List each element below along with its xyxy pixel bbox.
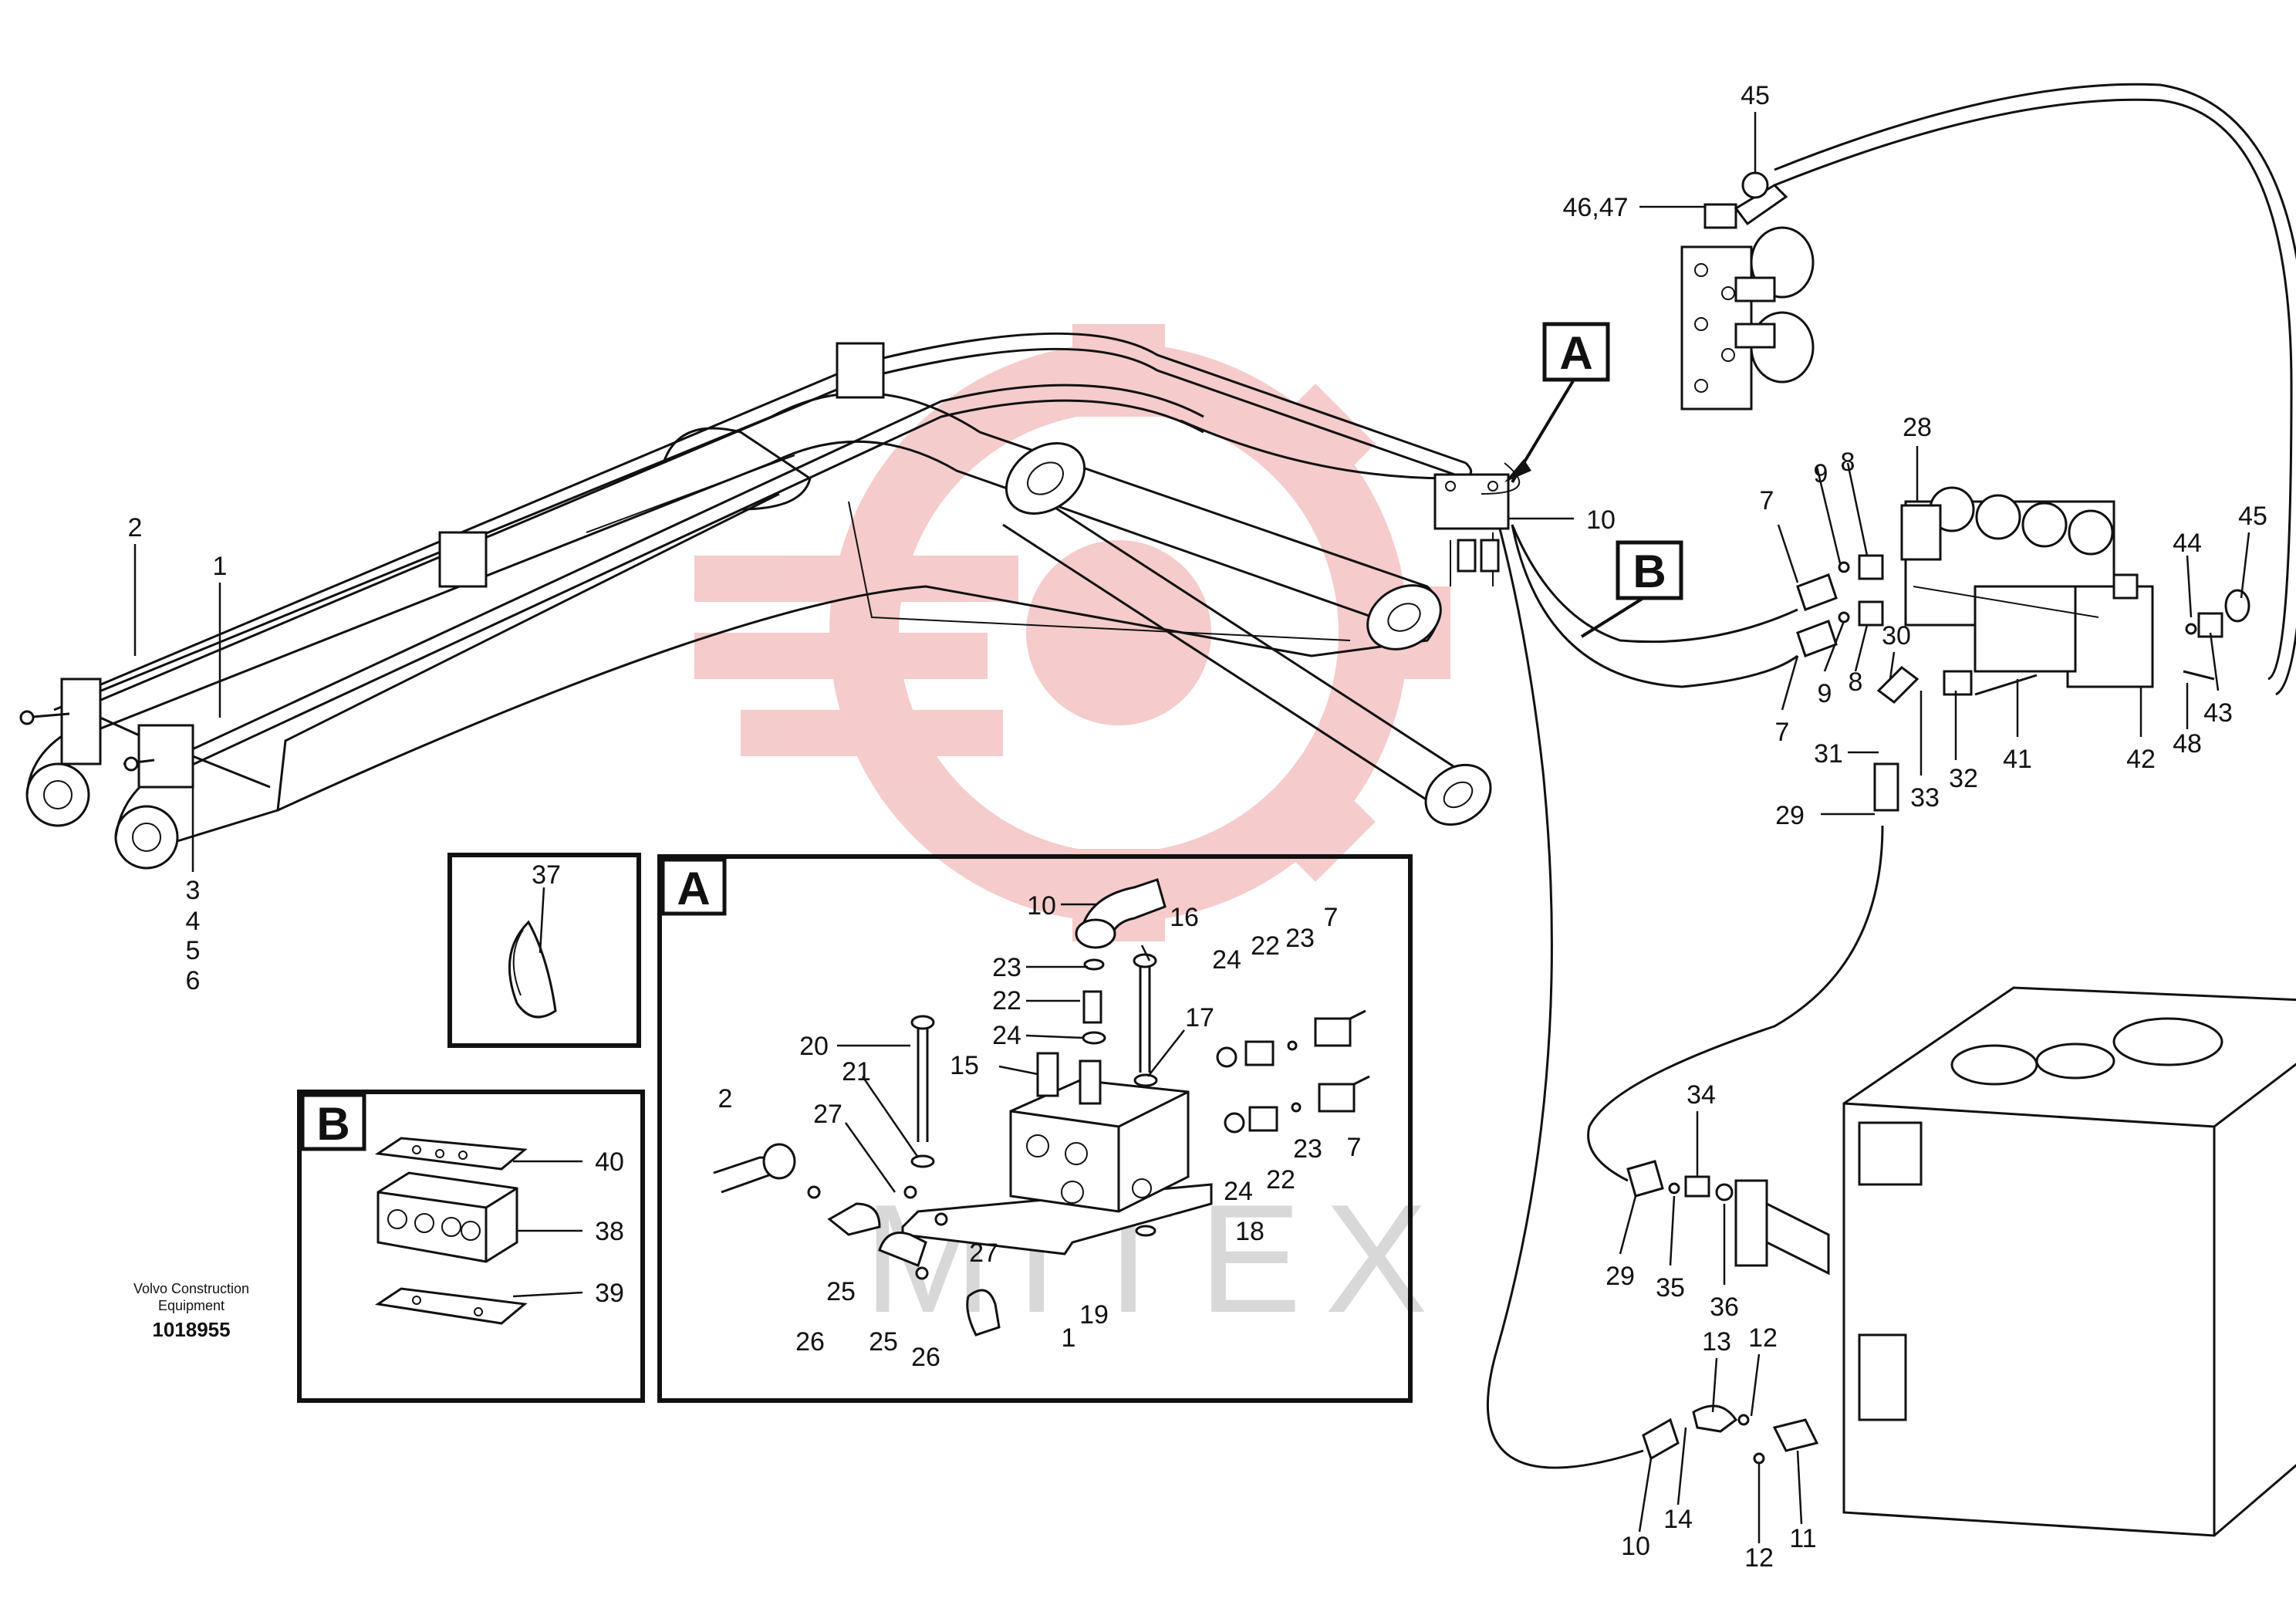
label-34: 34 xyxy=(1687,1080,1716,1110)
label-3: 3 xyxy=(186,876,201,905)
pilot-valve-block xyxy=(1680,171,1815,411)
label-14: 14 xyxy=(1663,1505,1693,1534)
label-7-a: 7 xyxy=(1760,486,1774,515)
label-33: 33 xyxy=(1910,783,1940,813)
label-a-21: 21 xyxy=(842,1057,871,1086)
bolt-icon xyxy=(123,756,139,772)
label-a-2: 2 xyxy=(718,1084,733,1113)
label-a-27-b: 27 xyxy=(969,1238,998,1268)
hydraulic-tank xyxy=(1734,986,2296,1537)
label-30: 30 xyxy=(1882,621,1911,650)
label-9-a: 9 xyxy=(1814,459,1828,488)
label-a-18: 18 xyxy=(1235,1217,1264,1246)
label-a-7-a: 7 xyxy=(1324,903,1339,932)
label-a-24-b: 24 xyxy=(1212,945,1241,975)
label-a-10: 10 xyxy=(1027,891,1056,921)
label-42: 42 xyxy=(2126,745,2156,774)
label-6: 6 xyxy=(186,966,201,995)
callout-flag-b xyxy=(1580,540,1683,638)
label-a-23-a: 23 xyxy=(992,953,1021,982)
label-a-20: 20 xyxy=(799,1032,829,1061)
label-a-22-c: 22 xyxy=(1266,1165,1295,1195)
label-8-a: 8 xyxy=(1841,448,1855,477)
inset-detail-b xyxy=(297,1090,645,1403)
label-48: 48 xyxy=(2173,729,2202,759)
label-45-top: 45 xyxy=(1741,81,1770,110)
label-46-47: 46,47 xyxy=(1562,193,1628,222)
label-10-bottom: 10 xyxy=(1621,1532,1650,1561)
label-29-a: 29 xyxy=(1775,801,1805,830)
watermark-gear-logo xyxy=(694,324,1450,941)
inset-detail-a xyxy=(657,854,1413,1403)
label-8-b: 8 xyxy=(1849,667,1863,697)
label-a-15: 15 xyxy=(950,1051,979,1080)
label-a-24-a: 24 xyxy=(992,1021,1021,1050)
valve-block-a-on-boom xyxy=(1433,462,1521,586)
label-40: 40 xyxy=(595,1147,624,1177)
label-1: 1 xyxy=(213,552,228,581)
label-38: 38 xyxy=(595,1217,624,1246)
inset-cable-tie xyxy=(447,853,641,1048)
pipe-clamp xyxy=(137,724,194,789)
label-a-23-c: 23 xyxy=(1293,1134,1322,1164)
label-a-25-b: 25 xyxy=(869,1327,898,1357)
label-9-b: 9 xyxy=(1818,679,1832,708)
label-36: 36 xyxy=(1710,1293,1739,1322)
label-39: 39 xyxy=(595,1279,624,1308)
label-35: 35 xyxy=(1656,1273,1685,1303)
leader-lines xyxy=(133,112,2250,1543)
label-29-b: 29 xyxy=(1606,1262,1635,1291)
label-7-b: 7 xyxy=(1775,718,1790,747)
label-37: 37 xyxy=(532,860,561,890)
label-a-23-b: 23 xyxy=(1285,924,1315,953)
label-28: 28 xyxy=(1903,413,1932,442)
inset-b-title: B xyxy=(316,1098,349,1150)
hose-routing xyxy=(1180,83,2296,1469)
label-41: 41 xyxy=(2003,745,2032,774)
pipe-clamp xyxy=(60,678,102,765)
bolt-icon xyxy=(19,710,35,725)
label-a-1: 1 xyxy=(1062,1323,1076,1353)
label-a-24-c: 24 xyxy=(1224,1177,1253,1206)
label-45-right: 45 xyxy=(2238,502,2267,531)
callout-b-label: B xyxy=(1633,546,1666,597)
label-a-19: 19 xyxy=(1079,1300,1109,1330)
label-a-27-a: 27 xyxy=(813,1100,842,1129)
callout-a-label: A xyxy=(1559,327,1592,379)
boom-pipes xyxy=(19,332,1467,789)
label-32: 32 xyxy=(1949,764,1978,793)
label-10-top: 10 xyxy=(1586,505,1616,535)
label-a-26-a: 26 xyxy=(795,1327,825,1357)
label-43: 43 xyxy=(2203,698,2233,728)
label-12-b: 12 xyxy=(1744,1543,1774,1573)
boom-clamp xyxy=(438,531,488,588)
caption-number: 1018955 xyxy=(152,1318,230,1341)
label-a-22-a: 22 xyxy=(992,986,1021,1015)
caption-line-2: Equipment xyxy=(158,1298,225,1313)
label-a-17: 17 xyxy=(1185,1003,1214,1032)
main-control-valve xyxy=(1796,486,2250,812)
label-44: 44 xyxy=(2173,529,2202,558)
fitting-45 xyxy=(1741,171,1769,199)
boom-clamp xyxy=(836,342,885,399)
label-a-25-a: 25 xyxy=(826,1277,856,1306)
tank-line-fittings xyxy=(1626,1160,1819,1465)
tee-fitting xyxy=(1703,203,1737,229)
label-a-16: 16 xyxy=(1170,903,1199,932)
label-5: 5 xyxy=(186,936,201,965)
label-a-26-b: 26 xyxy=(911,1343,940,1372)
label-a-22-b: 22 xyxy=(1251,931,1280,961)
label-4: 4 xyxy=(186,907,201,936)
label-31: 31 xyxy=(1814,739,1843,769)
label-13: 13 xyxy=(1702,1327,1731,1357)
callout-flag-a xyxy=(1504,322,1610,484)
label-11: 11 xyxy=(1789,1524,1816,1553)
caption-line-1: Volvo Construction xyxy=(133,1281,249,1296)
label-2: 2 xyxy=(128,513,143,542)
label-12-a: 12 xyxy=(1748,1323,1778,1353)
inset-a-title: A xyxy=(677,863,710,914)
label-a-7-b: 7 xyxy=(1347,1133,1362,1162)
